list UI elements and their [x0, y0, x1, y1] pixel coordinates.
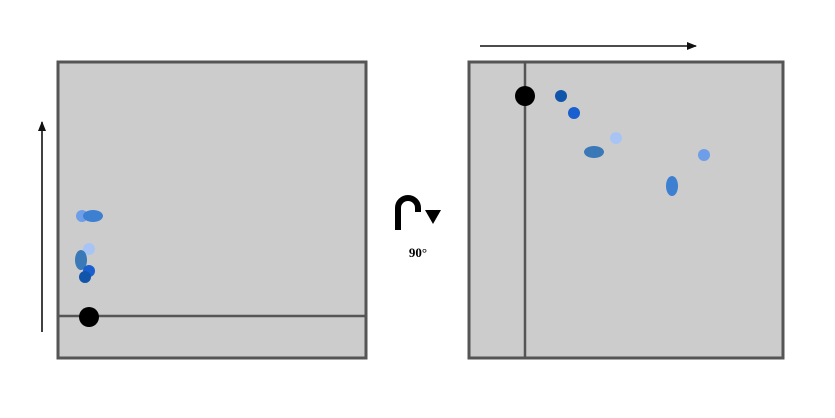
- right-point-light-blue: [698, 149, 710, 161]
- right-point-medium-blue: [666, 176, 678, 196]
- left-point-steel-blue: [75, 250, 87, 270]
- left-point-medium-blue: [83, 210, 103, 222]
- left-point-pale-blue: [83, 243, 95, 255]
- left-panel-frame: [56, 60, 368, 360]
- right-point-pale-blue: [610, 132, 622, 144]
- right-point-blue: [568, 107, 580, 119]
- right-origin-marker: [515, 86, 535, 106]
- right-panel: [467, 42, 785, 360]
- right-panel-frame: [467, 60, 785, 360]
- left-origin-marker: [79, 307, 99, 327]
- left-panel: [38, 60, 368, 360]
- right-point-steel-blue: [584, 146, 604, 158]
- rotation-angle-label: 90°: [409, 245, 427, 260]
- rotate-arrowhead-icon: [425, 210, 441, 224]
- right-point-dark-blue: [555, 90, 567, 102]
- left-point-dark-blue: [79, 271, 91, 283]
- clockwise-rotate-arrow-icon: [395, 195, 421, 230]
- rotation-indicator: 90°: [395, 195, 441, 260]
